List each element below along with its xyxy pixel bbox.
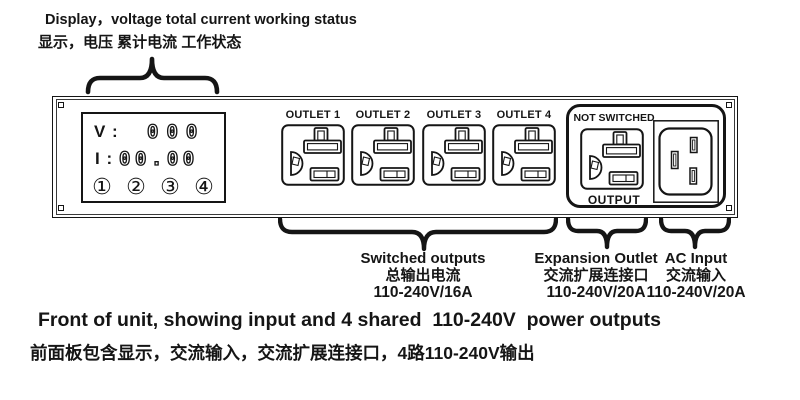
not-switched-label: NOT SWITCHED [573, 112, 655, 124]
outlet-3-label: OUTLET 3 [426, 109, 482, 121]
outlet-1-label: OUTLET 1 [285, 109, 341, 121]
outlet-4-label: OUTLET 4 [496, 109, 552, 121]
current-readout: 00.00 [118, 147, 199, 170]
channel-3-indicator: ③ [160, 174, 180, 199]
outlet-2-socket-icon [351, 124, 415, 186]
outlet-3: OUTLET 3 [422, 109, 486, 191]
channel-4-indicator: ④ [194, 174, 214, 199]
expansion-outlet-callout: Expansion Outlet 交流扩展连接口 110-240V/20A [530, 250, 662, 301]
expansion-outlet-title: Expansion Outlet [534, 250, 658, 267]
output-label: OUTPUT [587, 193, 641, 207]
ac-input-rating: 110-240V/20A [646, 284, 746, 301]
outlet-2-label: OUTLET 2 [355, 109, 411, 121]
expansion-outlet-rating: 110-240V/20A [546, 284, 646, 301]
outlet-2: OUTLET 2 [351, 109, 415, 191]
voltage-readout: 000 [146, 120, 206, 143]
outlet-4-socket-icon [492, 124, 556, 186]
switched-outputs-subtitle: 总输出电流 [385, 267, 461, 284]
switched-outputs-brace-icon [278, 217, 558, 252]
ac-input-callout: AC Input 交流输入 110-240V/20A [642, 250, 750, 301]
screw-hole-top-right [726, 102, 732, 108]
ac-input-brace-icon [659, 217, 731, 250]
display-brace-icon [85, 56, 220, 95]
screw-hole-bottom-left [58, 205, 64, 211]
switched-outputs-rating: 110-240V/16A [373, 284, 473, 301]
channel-indicator-row: ① ② ③ ④ [91, 174, 215, 200]
not-switched-group: NOT SWITCHED OUTPUT [566, 104, 726, 208]
top-note-zh: 显示，电压 累计电流 工作状态 [38, 34, 242, 51]
outlet-1: OUTLET 1 [281, 109, 345, 191]
top-note-en: Display，voltage total current working st… [45, 12, 357, 28]
meter-display: V : 000 I : 00.00 ① ② ③ ④ [81, 112, 226, 203]
ac-input-subtitle: 交流输入 [665, 267, 726, 284]
channel-1-indicator: ① [92, 174, 112, 199]
outlet-3-socket-icon [422, 124, 486, 186]
outlet-1-socket-icon [281, 124, 345, 186]
current-label: I : [95, 149, 114, 168]
screw-hole-bottom-right [726, 205, 732, 211]
expansion-outlet-brace-icon [566, 217, 648, 250]
caption-en: Front of unit, showing input and 4 share… [38, 309, 661, 331]
channel-2-indicator: ② [126, 174, 146, 199]
screw-hole-top-left [58, 102, 64, 108]
switched-outputs-title: Switched outputs [360, 250, 486, 267]
expansion-outlet-subtitle: 交流扩展连接口 [543, 267, 649, 284]
caption-zh: 前面板包含显示，交流输入，交流扩展连接口，4路110-240V输出 [30, 343, 535, 363]
ac-inlet-icon [653, 120, 719, 203]
unit-front-panel-bezel [56, 99, 735, 215]
switched-outputs-callout: Switched outputs 总输出电流 110-240V/16A [328, 250, 518, 301]
outlet-4: OUTLET 4 [492, 109, 556, 191]
not-switched-socket-icon [580, 128, 644, 190]
ac-input-title: AC Input [664, 250, 728, 267]
voltage-label: V : [94, 122, 119, 141]
